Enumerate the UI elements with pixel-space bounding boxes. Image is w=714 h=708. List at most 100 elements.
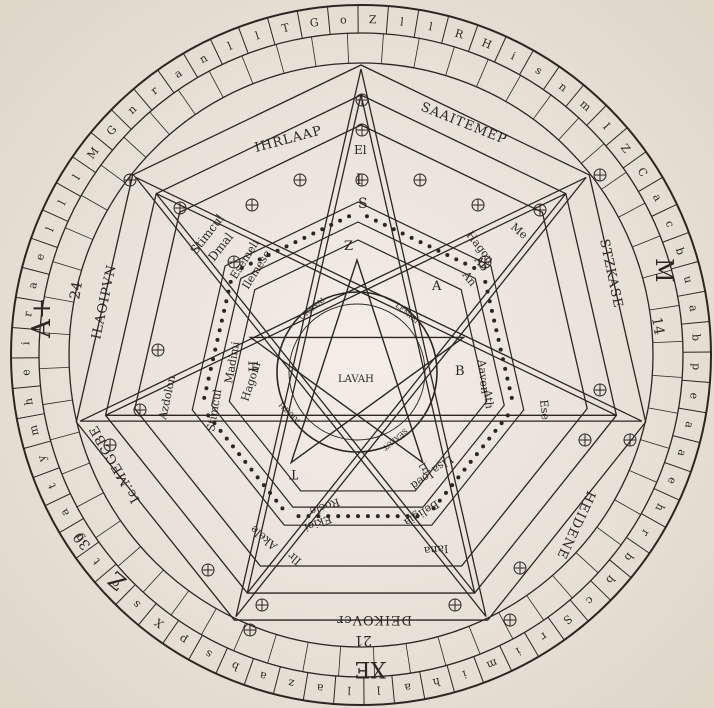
cross-circle-ornament [579, 434, 591, 446]
cross-circle-ornament [414, 174, 426, 186]
inner-dot [396, 514, 400, 518]
inner-dot [346, 514, 350, 518]
cross-circle-ornament [246, 199, 258, 211]
outer-ring-letter: b [689, 334, 702, 342]
band-name-bottom: DEIKOVcr [336, 612, 412, 627]
inner-dot [463, 262, 467, 266]
cross-circle-ornament [514, 562, 526, 574]
inner-dot [499, 348, 503, 352]
inner-dot [469, 460, 473, 464]
inner-dot [475, 452, 479, 456]
inner-dot [450, 483, 454, 487]
cross-circle-ornament [449, 599, 461, 611]
inner-dot [347, 214, 351, 218]
center-letter-bottom-left: T [289, 466, 298, 481]
inner-dot [497, 338, 501, 342]
inner-dot [401, 232, 405, 236]
inner-dot [213, 348, 217, 352]
center-letter-upper-2: I [356, 172, 362, 188]
inner-dot [222, 309, 226, 313]
inner-dot [329, 223, 333, 227]
cross-circle-ornament [504, 614, 516, 626]
cross-circle-ornament [152, 344, 164, 356]
inner-dot [204, 386, 208, 390]
inner-name-16: Ese [537, 399, 552, 420]
inner-dot [383, 223, 387, 227]
inner-dot [493, 429, 497, 433]
inner-dot [285, 244, 289, 248]
inner-dot [276, 249, 280, 253]
inner-dot [483, 280, 487, 284]
outer-ring-letter: G [309, 16, 320, 30]
inner-dot [419, 240, 423, 244]
ring-number-right: 14 [648, 316, 667, 336]
inner-dot [274, 499, 278, 503]
symbol-left: A+ [27, 297, 57, 339]
inner-dot [505, 377, 509, 381]
outer-ring-letter: p [690, 363, 703, 370]
inner-dot [225, 437, 229, 441]
inner-dot [243, 460, 247, 464]
inner-dot [487, 437, 491, 441]
inner-name-top: El [354, 143, 367, 157]
inner-dot [456, 475, 460, 479]
inner-dot [410, 236, 414, 240]
inner-dot [488, 299, 492, 303]
center-letter-right-lower: B [455, 364, 465, 379]
inner-name-20: Iana [423, 542, 449, 557]
inner-dot [293, 240, 297, 244]
inner-dot [501, 357, 505, 361]
inner-dot [211, 357, 215, 361]
inner-dot [444, 491, 448, 495]
symbol-right: M [650, 258, 678, 283]
cross-circle-ornament [294, 174, 306, 186]
center-letter-upper: S [358, 196, 368, 212]
ring-number-left: 24 [67, 280, 86, 300]
cross-circle-ornament [202, 564, 214, 576]
inner-dot [338, 219, 342, 223]
inner-dot [256, 475, 260, 479]
inner-dot [320, 227, 324, 231]
inner-dot [207, 377, 211, 381]
cross-circle-ornament [594, 384, 606, 396]
inner-dot [365, 214, 369, 218]
cross-circle-ornament [594, 169, 606, 181]
cross-circle-ornament [472, 199, 484, 211]
cross-circle-ornament [256, 599, 268, 611]
inner-dot [296, 514, 300, 518]
ring-number-bottom: 21 [354, 632, 372, 648]
inner-dot [219, 429, 223, 433]
inner-dot [209, 367, 213, 371]
inner-dot [506, 413, 510, 417]
symbol-bottom: XE [354, 656, 386, 681]
inner-dot [374, 219, 378, 223]
inner-dot [336, 514, 340, 518]
inner-dot [436, 249, 440, 253]
inner-dot [463, 468, 467, 472]
inner-dot [481, 444, 485, 448]
outer-ring-letter: Z [369, 13, 377, 26]
inner-dot [311, 232, 315, 236]
inner-dot [215, 338, 219, 342]
cross-circle-ornament [244, 624, 256, 636]
center-letter-left: H [247, 361, 262, 372]
inner-dot [376, 514, 380, 518]
inner-dot [386, 514, 390, 518]
inner-dot [445, 253, 449, 257]
inner-dot [280, 506, 284, 510]
inner-dot [454, 257, 458, 261]
outer-ring-letter: o [340, 13, 348, 26]
inner-dot [237, 452, 241, 456]
cross-circle-ornament [174, 202, 186, 214]
cross-circle-ornament [356, 124, 368, 136]
inner-dot [229, 280, 233, 284]
inner-dot [492, 319, 496, 323]
inner-dot [508, 386, 512, 390]
inner-dot [224, 299, 228, 303]
cross-circle-ornament [624, 434, 636, 446]
inner-dot [249, 468, 253, 472]
inner-dot [231, 444, 235, 448]
center-word: LAVAH [338, 374, 374, 385]
inner-name-15: Ath [481, 388, 496, 410]
